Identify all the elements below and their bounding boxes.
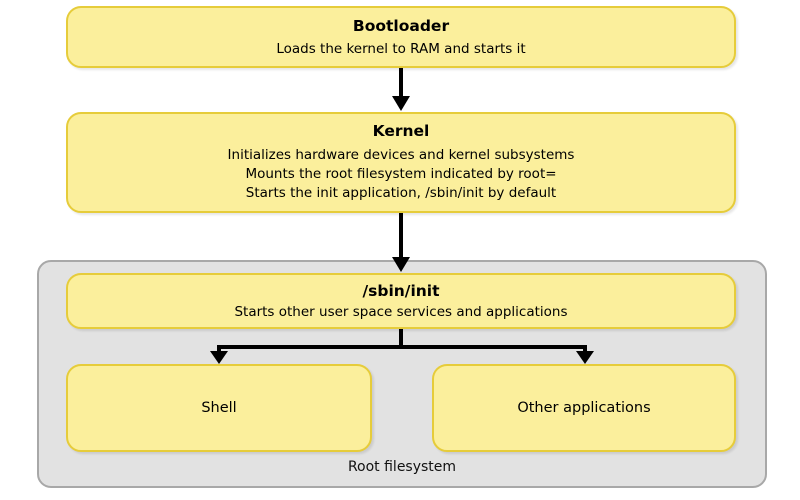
other-applications-label: Other applications	[517, 399, 651, 416]
arrowhead-shell	[210, 351, 228, 364]
kernel-title: Kernel	[372, 122, 430, 140]
shell-box: Shell	[66, 364, 372, 452]
kernel-line-hardware: Initializes hardware devices and kernel …	[227, 147, 575, 163]
kernel-line-mount: Mounts the root filesystem indicated by …	[245, 166, 557, 182]
arrowhead-other-applications	[576, 351, 594, 364]
kernel-line-init: Starts the init application, /sbin/init …	[245, 185, 557, 201]
bootloader-description: Loads the kernel to RAM and starts it	[276, 41, 526, 57]
init-description: Starts other user space services and app…	[234, 304, 568, 320]
init-box: /sbin/init Starts other user space servi…	[66, 273, 736, 329]
other-applications-box: Other applications	[432, 364, 736, 452]
arrowhead-init	[392, 257, 410, 272]
bootloader-box: Bootloader Loads the kernel to RAM and s…	[66, 6, 736, 68]
kernel-box: Kernel Initializes hardware devices and …	[66, 112, 736, 213]
init-title: /sbin/init	[362, 282, 440, 300]
arrowhead-kernel	[392, 96, 410, 111]
root-filesystem-label: Root filesystem	[347, 459, 457, 475]
shell-label: Shell	[201, 399, 237, 416]
bootloader-title: Bootloader	[352, 17, 450, 35]
